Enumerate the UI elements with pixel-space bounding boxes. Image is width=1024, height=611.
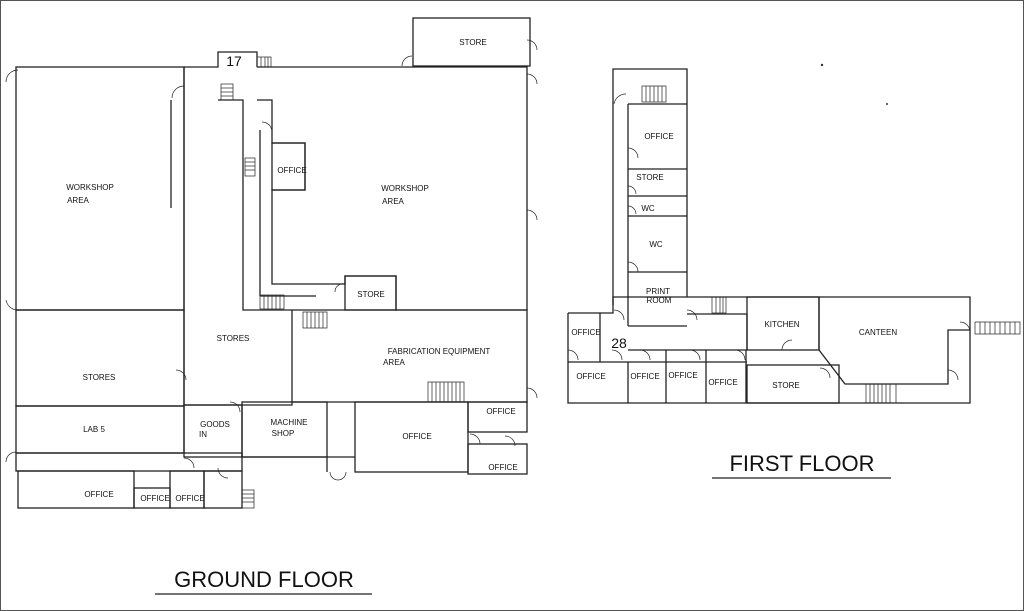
stairs-corridor [244,157,328,329]
room-label-store-top-first: STORE [636,173,663,182]
room-label-print-room-2: ROOM [647,296,672,305]
room-label-stores-center: STORES [217,334,250,343]
room-label-store-bottom: STORE [772,381,799,390]
first-main-outline [567,296,971,404]
stairs-first-top [641,85,667,103]
door-swings-ground [5,39,538,481]
room-label-office-right-top: OFFICE [486,407,515,416]
first-floor-title: FIRST FLOOR [729,451,874,476]
room-label-office-b4: OFFICE [708,378,737,387]
office-right-top-outline [467,401,528,433]
room-label-office-main: OFFICE [402,432,431,441]
unit-number-17: 17 [226,53,242,69]
canteen-wall [818,329,970,385]
room-label-store-top: STORE [459,38,486,47]
room-label-goods-in-2: IN [199,430,207,439]
room-label-canteen: CANTEEN [859,328,897,337]
stores-center-outline [183,67,293,406]
room-label-office-left: OFFICE [571,328,600,337]
stair-core-17 [184,51,258,68]
door-swings-first [567,93,971,381]
room-label-office-right-bottom: OFFICE [488,463,517,472]
room-label-goods-in-1: GOODS [200,420,230,429]
first-floor-plan: OFFICE STORE WC WC PRINT ROOM OFFICE 28 … [567,68,1021,479]
room-label-kitchen: KITCHEN [764,320,799,329]
external-stairs [974,321,1021,335]
room-label-office-b3: OFFICE [668,371,697,380]
unit-number-28: 28 [611,335,627,351]
room-label-office-bottom-2: OFFICE [140,494,169,503]
stairs-fabrication [427,381,465,403]
store-bottom-outline [746,364,840,404]
goods-in-outline [183,404,243,458]
first-wing-outline [612,68,688,305]
stairs-17 [220,56,272,101]
ground-floor-plan: STORE 17 WORKSHOP AREA WORKSHOP AREA OFF… [5,17,538,595]
office-main-outline [354,401,469,473]
office-small-outline [271,142,306,191]
room-label-fabrication-2: AREA [383,358,405,367]
stairs-first-mid [711,296,897,404]
room-label-workshop-left-1: WORKSHOP [66,183,114,192]
room-label-store-mid: STORE [357,290,384,299]
room-label-office-bottom-3: OFFICE [175,494,204,503]
ground-floor-title: GROUND FLOOR [174,567,354,592]
office-right-bottom-outline [467,443,528,475]
room-label-office-b2: OFFICE [630,372,659,381]
scan-speck [886,103,888,105]
room-label-print-room-1: PRINT [646,287,670,296]
room-label-machine-shop-2: SHOP [272,429,295,438]
ground-store-annex-outline [412,17,531,67]
room-label-office-b1: OFFICE [576,372,605,381]
room-label-machine-shop-1: MACHINE [271,418,308,427]
room-label-wc-large: WC [649,240,663,249]
room-label-office-small: OFFICE [277,166,306,175]
bottom-corridor-outline [15,452,243,472]
room-label-wc-small: WC [641,204,655,213]
room-label-workshop-right-1: WORKSHOP [381,184,429,193]
office-bottom-1-outline [17,470,135,509]
stores-left-outline [15,309,185,407]
room-label-workshop-left-2: AREA [67,196,89,205]
room-label-stores-left: STORES [83,373,116,382]
room-label-workshop-right-2: AREA [382,197,404,206]
scan-speck [820,63,824,67]
room-label-fabrication-1: FABRICATION EQUIPMENT [388,347,491,356]
room-label-office-bottom-1: OFFICE [84,490,113,499]
room-label-lab: LAB 5 [83,425,105,434]
room-label-office-top: OFFICE [644,132,673,141]
office-bottom-4-outline [203,470,243,509]
stairs-bottom [241,489,255,509]
